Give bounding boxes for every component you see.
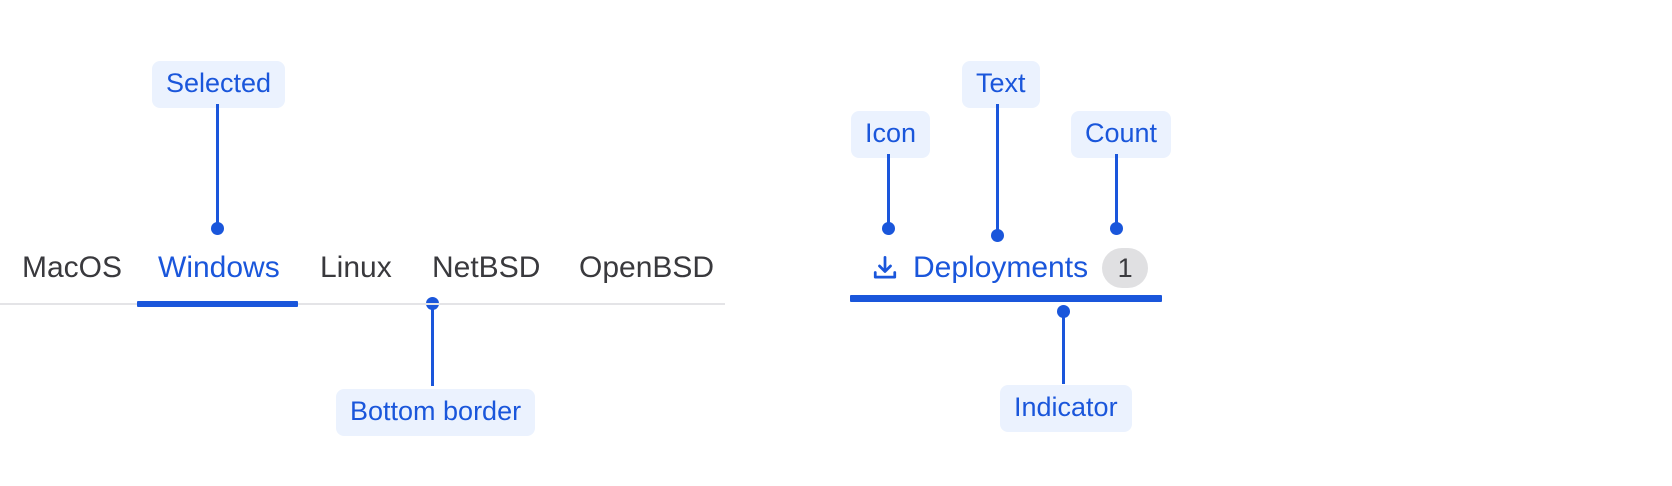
tab-netbsd[interactable]: NetBSD — [432, 251, 541, 284]
annotation-dot-indicator — [1057, 305, 1070, 318]
tab-macos[interactable]: MacOS — [22, 251, 123, 284]
deployments-indicator — [850, 295, 1162, 302]
annotation-dot-text — [991, 229, 1004, 242]
annotation-dot-selected — [211, 222, 224, 235]
deployments-tab-content: Deployments 1 — [870, 245, 1149, 291]
tab-windows[interactable]: Windows — [158, 251, 280, 284]
annotation-label-indicator: Indicator — [1000, 385, 1132, 432]
annotation-leader-count — [1115, 154, 1118, 228]
annotation-label-count: Count — [1071, 111, 1172, 158]
annotation-dot-icon — [882, 222, 895, 235]
tab-linux[interactable]: Linux — [320, 251, 392, 284]
os-tabbar: MacOS Windows Linux NetBSD OpenBSD — [0, 245, 725, 307]
deployments-icon — [870, 253, 900, 283]
annotation-label-selected: Selected — [152, 61, 286, 108]
deployments-label: Deployments — [913, 251, 1089, 284]
annotation-leader-indicator — [1062, 312, 1065, 384]
annotation-leader-selected — [216, 104, 219, 227]
selected-tab-indicator — [137, 301, 298, 307]
annotation-leader-bottom-border — [431, 306, 434, 386]
annotation-leader-icon — [887, 154, 890, 228]
tabbar-bottom-border — [0, 303, 725, 305]
annotation-leader-text — [996, 104, 999, 235]
annotation-label-icon: Icon — [851, 111, 931, 158]
annotation-dot-count — [1110, 222, 1123, 235]
deployments-count-badge: 1 — [1102, 248, 1149, 288]
deployments-tab[interactable]: Deployments 1 — [850, 245, 1162, 305]
tab-openbsd[interactable]: OpenBSD — [579, 251, 715, 284]
annotation-label-bottom-border: Bottom border — [336, 389, 536, 436]
annotation-label-text: Text — [962, 61, 1040, 108]
